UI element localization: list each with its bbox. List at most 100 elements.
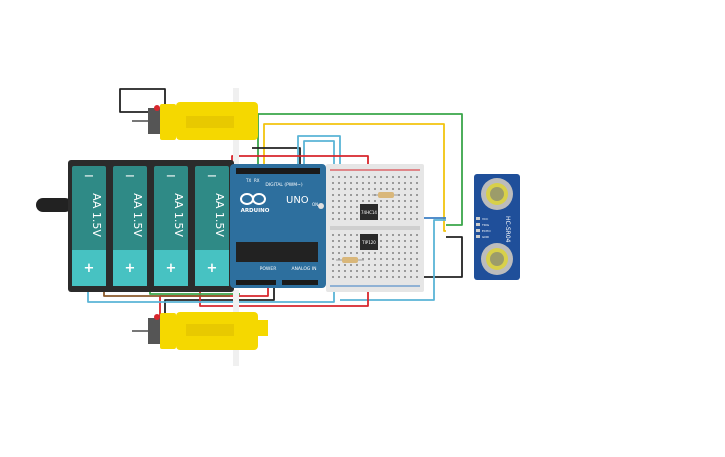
breadboard-hole xyxy=(386,240,388,242)
wire-black-right[interactable] xyxy=(410,236,463,278)
breadboard-hole xyxy=(356,264,358,266)
breadboard-hole xyxy=(332,252,334,254)
chip-tip120[interactable]: TIP120 xyxy=(360,234,378,250)
chip-74hc14[interactable]: 74HC14 xyxy=(360,204,378,220)
breadboard-hole xyxy=(356,270,358,272)
breadboard-hole xyxy=(380,234,382,236)
breadboard-hole xyxy=(410,258,412,260)
breadboard-hole xyxy=(368,258,370,260)
breadboard-hole xyxy=(398,258,400,260)
breadboard-hole xyxy=(386,182,388,184)
breadboard-hole xyxy=(380,200,382,202)
breadboard-hole xyxy=(374,200,376,202)
breadboard-hole xyxy=(332,270,334,272)
breadboard-hole xyxy=(362,276,364,278)
sensor-pin-label: TRIG xyxy=(481,223,490,227)
resistor-top[interactable] xyxy=(372,192,400,198)
breadboard-hole xyxy=(386,212,388,214)
ultrasonic-sensor[interactable]: HC-SR04 VCC TRIG ECHO GND xyxy=(474,174,520,280)
breadboard-hole xyxy=(410,240,412,242)
breadboard-hole xyxy=(386,218,388,220)
breadboard-hole xyxy=(380,252,382,254)
wire-red-bottom2[interactable] xyxy=(199,280,369,307)
power-header-label: POWER xyxy=(260,266,277,272)
digital-header-label: DIGITAL (PWM~) xyxy=(265,182,303,188)
breadboard-hole xyxy=(344,218,346,220)
dc-motor-bottom[interactable] xyxy=(132,312,268,350)
breadboard-hole xyxy=(404,258,406,260)
battery-cell-minus: − xyxy=(125,169,136,184)
wire-black-bottom[interactable] xyxy=(164,283,275,320)
sensor-pin-label: ECHO xyxy=(482,229,491,233)
breadboard-hole xyxy=(368,194,370,196)
wire-black-top[interactable] xyxy=(252,147,301,170)
battery-cell-plus: + xyxy=(166,261,177,276)
wire-yellow[interactable] xyxy=(263,123,446,232)
on-label: ON xyxy=(312,202,318,207)
breadboard-hole xyxy=(398,212,400,214)
breadboard-hole xyxy=(404,264,406,266)
sensor-pin-label: GND xyxy=(482,235,490,239)
breadboard-hole xyxy=(386,258,388,260)
resistor-bottom[interactable] xyxy=(336,257,364,263)
breadboard-hole xyxy=(398,200,400,202)
breadboard-hole xyxy=(332,258,334,260)
breadboard-hole xyxy=(356,252,358,254)
breadboard-hole xyxy=(404,252,406,254)
breadboard-hole xyxy=(386,252,388,254)
breadboard-hole xyxy=(344,276,346,278)
breadboard[interactable]: 74HC14 TIP120 xyxy=(326,164,424,292)
breadboard-hole xyxy=(338,188,340,190)
breadboard-hole xyxy=(380,246,382,248)
breadboard-hole xyxy=(344,206,346,208)
breadboard-hole xyxy=(392,270,394,272)
breadboard-hole xyxy=(404,270,406,272)
breadboard-hole xyxy=(404,246,406,248)
breadboard-hole xyxy=(392,246,394,248)
arduino-brand: ARDUINO xyxy=(241,208,270,214)
breadboard-hole xyxy=(368,176,370,178)
breadboard-hole xyxy=(410,182,412,184)
breadboard-hole xyxy=(350,176,352,178)
reset-button[interactable] xyxy=(318,203,324,209)
breadboard-hole xyxy=(398,206,400,208)
breadboard-hole xyxy=(404,194,406,196)
wire-cyan-bottom[interactable] xyxy=(340,219,446,301)
breadboard-hole xyxy=(356,194,358,196)
breadboard-hole xyxy=(344,212,346,214)
breadboard-hole xyxy=(362,270,364,272)
breadboard-hole xyxy=(416,258,418,260)
breadboard-hole xyxy=(416,188,418,190)
breadboard-hole xyxy=(398,246,400,248)
breadboard-hole xyxy=(392,252,394,254)
breadboard-hole xyxy=(368,182,370,184)
breadboard-hole xyxy=(416,194,418,196)
breadboard-hole xyxy=(344,264,346,266)
breadboard-hole xyxy=(356,182,358,184)
breadboard-hole xyxy=(416,182,418,184)
wire-motor1-black[interactable] xyxy=(119,88,166,113)
breadboard-hole xyxy=(332,206,334,208)
arduino-model: UNO xyxy=(286,195,309,206)
dc-motor-top[interactable] xyxy=(132,102,258,140)
breadboard-hole xyxy=(356,206,358,208)
breadboard-hole xyxy=(386,276,388,278)
breadboard-hole xyxy=(344,200,346,202)
breadboard-hole xyxy=(332,218,334,220)
breadboard-hole xyxy=(344,194,346,196)
breadboard-hole xyxy=(338,246,340,248)
breadboard-hole xyxy=(338,258,340,260)
breadboard-hole xyxy=(356,200,358,202)
breadboard-hole xyxy=(362,194,364,196)
battery-cell-label: AA 1.5V xyxy=(90,193,103,237)
breadboard-hole xyxy=(344,188,346,190)
breadboard-hole xyxy=(386,234,388,236)
breadboard-hole xyxy=(380,276,382,278)
breadboard-hole xyxy=(380,240,382,242)
chip-74hc14-label: 74HC14 xyxy=(361,210,377,215)
arduino-uno-board[interactable]: DIGITAL (PWM~) TX RX ARDUINO UNO ON POWE… xyxy=(230,164,326,288)
breadboard-hole xyxy=(410,264,412,266)
battery-pack[interactable]: − AA 1.5V + − AA 1.5V + − AA 1.5V + − AA… xyxy=(36,160,234,292)
breadboard-hole xyxy=(362,182,364,184)
breadboard-hole xyxy=(398,218,400,220)
